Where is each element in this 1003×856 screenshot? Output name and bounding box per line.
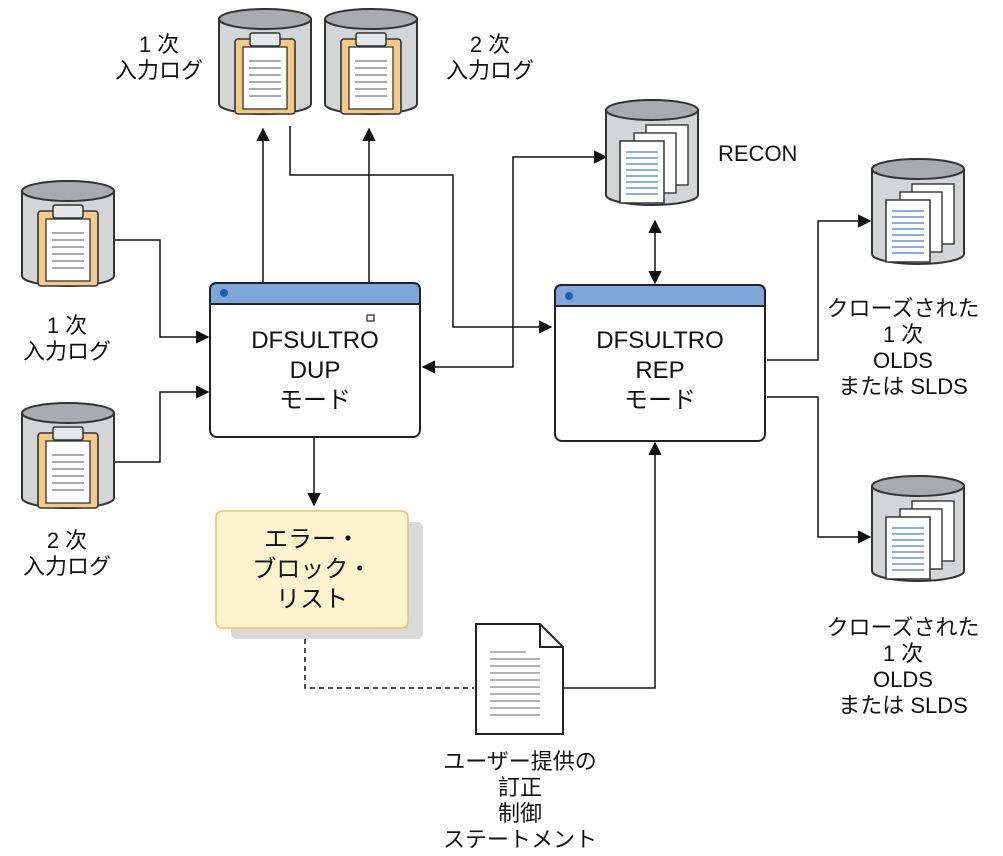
error-list-line1: エラー・ <box>264 526 360 553</box>
error-list-line2: ブロック・ <box>252 556 372 583</box>
olds-2-line4: または SLDS <box>838 693 968 718</box>
dup-line1: DFSULTRO <box>251 327 379 354</box>
left-primary-log-label: 1 次 入力ログ <box>10 313 124 365</box>
top-secondary-log-line2: 入力ログ <box>445 58 534 83</box>
connectors <box>114 126 872 689</box>
rep-line2: REP <box>635 357 685 384</box>
error-list-box <box>215 510 423 639</box>
arrow-control-to-rep <box>563 441 662 689</box>
rep-program-title: DFSULTRO REP モード <box>555 326 765 416</box>
recon-drum-icon <box>605 99 699 206</box>
olds-2-drum-icon <box>871 475 965 582</box>
arrow-left-primary-log-to-dup <box>114 239 210 344</box>
left-primary-log-line1: 1 次 <box>46 313 88 338</box>
left-primary-log-drum-icon <box>21 180 115 287</box>
error-list-line3: リスト <box>276 586 348 613</box>
control-line4: ステートメント <box>442 827 597 852</box>
top-secondary-log-drum-icon <box>324 8 418 115</box>
dup-line2: DUP <box>289 357 341 384</box>
olds-1-drum-icon <box>871 158 965 265</box>
left-secondary-log-drum-icon <box>21 402 115 509</box>
dashed-error-to-control <box>304 630 474 689</box>
rep-line3: モード <box>624 387 696 414</box>
olds-2-label: クローズされた 1 次 OLDS または SLDS <box>808 615 998 719</box>
left-secondary-log-line2: 入力ログ <box>22 554 111 579</box>
top-primary-log-line2: 入力ログ <box>114 58 203 83</box>
olds-1-line4: または SLDS <box>838 374 968 399</box>
top-secondary-log-label: 2 次 入力ログ <box>433 32 547 84</box>
olds-1-line1: クローズされた <box>826 296 980 321</box>
recon-label: RECON <box>718 141 797 167</box>
olds-2-line2: 1 次 <box>882 641 924 666</box>
arrow-recon-dup <box>421 150 608 374</box>
control-line3: 制御 <box>497 801 542 826</box>
arrow-left-secondary-log-to-dup <box>114 385 210 463</box>
olds-1-line3: OLDS <box>873 348 933 373</box>
rep-line1: DFSULTRO <box>596 327 724 354</box>
arrow-rep-to-olds-2 <box>767 396 872 544</box>
top-secondary-log-line1: 2 次 <box>469 32 511 57</box>
olds-1-label: クローズされた 1 次 OLDS または SLDS <box>808 296 998 400</box>
dup-line3: モード <box>279 387 351 414</box>
control-line2: 訂正 <box>497 775 542 800</box>
top-primary-log-drum-icon <box>218 8 312 115</box>
control-statements-label: ユーザー提供の 訂正 制御 ステートメント <box>400 749 640 853</box>
olds-2-line1: クローズされた <box>826 615 980 640</box>
arrow-rep-to-olds-1 <box>767 214 872 361</box>
dup-program-window-icon <box>209 282 421 438</box>
recon-text: RECON <box>718 141 798 166</box>
left-secondary-log-label: 2 次 入力ログ <box>10 528 124 580</box>
top-primary-log-label: 1 次 入力ログ <box>102 32 216 84</box>
control-statements-document-icon <box>475 623 564 735</box>
olds-1-line2: 1 次 <box>882 322 924 347</box>
rep-program-window-icon <box>554 284 766 442</box>
dup-program-title: DFSULTRO DUP モード <box>210 326 420 416</box>
control-line1: ユーザー提供の <box>443 749 597 774</box>
left-primary-log-line2: 入力ログ <box>22 339 111 364</box>
top-primary-log-line1: 1 次 <box>138 32 180 57</box>
error-list-title: エラー・ ブロック・ リスト <box>216 525 408 615</box>
left-secondary-log-line1: 2 次 <box>46 528 88 553</box>
olds-2-line3: OLDS <box>873 667 933 692</box>
